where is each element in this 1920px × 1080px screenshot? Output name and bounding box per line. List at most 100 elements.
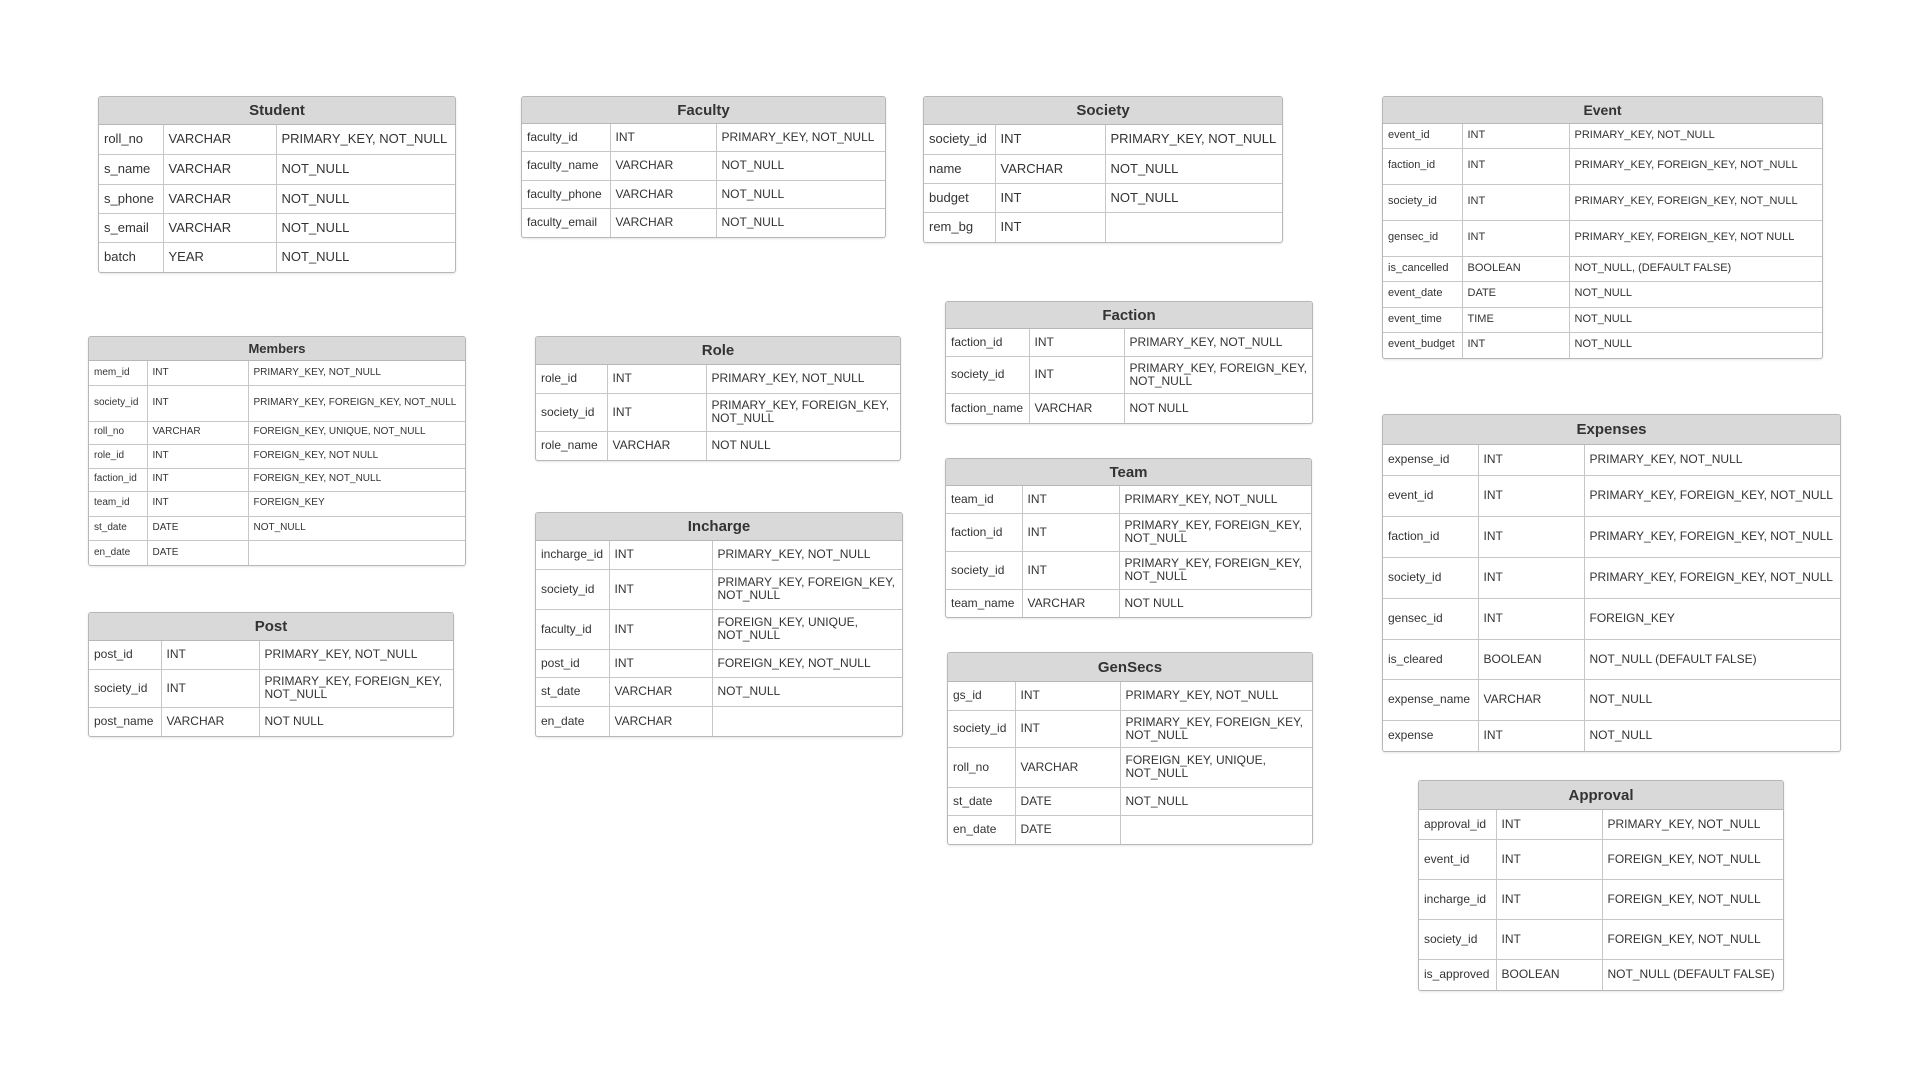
column-name: budget bbox=[924, 183, 996, 213]
column-type: INT bbox=[1462, 148, 1570, 185]
column-type: INT bbox=[1478, 475, 1585, 517]
column-type: INT bbox=[1462, 332, 1570, 358]
column-constraints: PRIMARY_KEY, NOT_NULL bbox=[1569, 124, 1822, 149]
column-name: event_id bbox=[1383, 475, 1479, 517]
column-constraints: PRIMARY_KEY, FOREIGN_KEY, NOT_NULL bbox=[706, 393, 900, 432]
entity-title: Post bbox=[89, 613, 453, 641]
column-constraints: FOREIGN_KEY, NOT NULL bbox=[248, 444, 465, 469]
column-name: event_date bbox=[1383, 281, 1463, 308]
column-type: INT bbox=[607, 393, 707, 432]
column-type: INT bbox=[995, 212, 1106, 242]
column-constraints: PRIMARY_KEY, FOREIGN_KEY, NOT_NULL bbox=[1584, 475, 1840, 517]
entity-title: GenSecs bbox=[948, 653, 1312, 682]
column-name: s_phone bbox=[99, 184, 164, 214]
column-constraints: NOT_NULL bbox=[1584, 679, 1840, 721]
column-name: is_cancelled bbox=[1383, 256, 1463, 282]
column-constraints bbox=[248, 540, 465, 565]
column-name: role_name bbox=[536, 431, 608, 460]
column-name: roll_no bbox=[948, 747, 1016, 788]
column-name: gs_id bbox=[948, 682, 1016, 711]
